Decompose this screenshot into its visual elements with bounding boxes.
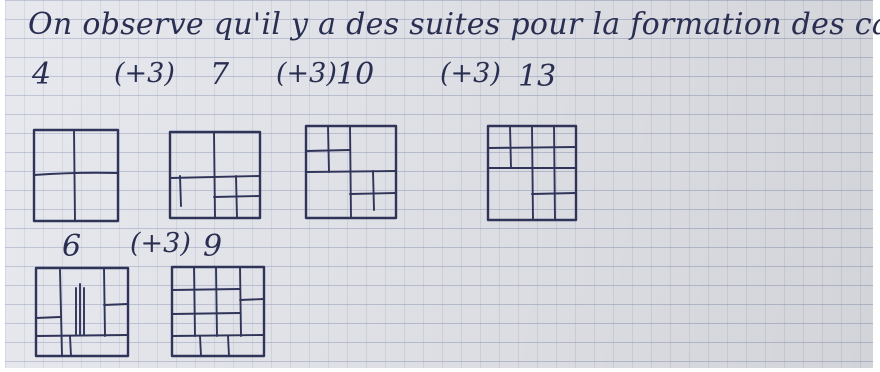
sequence-step-plus-3: (+3) xyxy=(130,230,191,257)
sequence-step-plus-3: (+3) xyxy=(276,60,337,87)
sequence-step-plus-3: (+3) xyxy=(114,60,175,87)
sequence-term-9: 9 xyxy=(203,232,222,262)
square-drawing-10-squares xyxy=(306,126,396,218)
square-drawing-6-squares xyxy=(36,268,128,356)
sequence-term-4: 4 xyxy=(32,60,51,90)
sequence-step-plus-3: (+3) xyxy=(440,60,501,87)
sequence-term-6: 6 xyxy=(62,232,81,262)
square-drawing-13-squares xyxy=(488,126,576,220)
square-drawing-4-squares xyxy=(34,130,118,221)
square-drawing-7-squares xyxy=(170,132,260,218)
sequence-term-10: 10 xyxy=(336,60,374,90)
square-drawing-9-squares xyxy=(172,267,264,356)
sequence-term-13: 13 xyxy=(518,62,556,92)
sequence-term-7: 7 xyxy=(210,60,229,90)
handwritten-sentence: On observe qu'il y a des suites pour la … xyxy=(28,10,880,40)
